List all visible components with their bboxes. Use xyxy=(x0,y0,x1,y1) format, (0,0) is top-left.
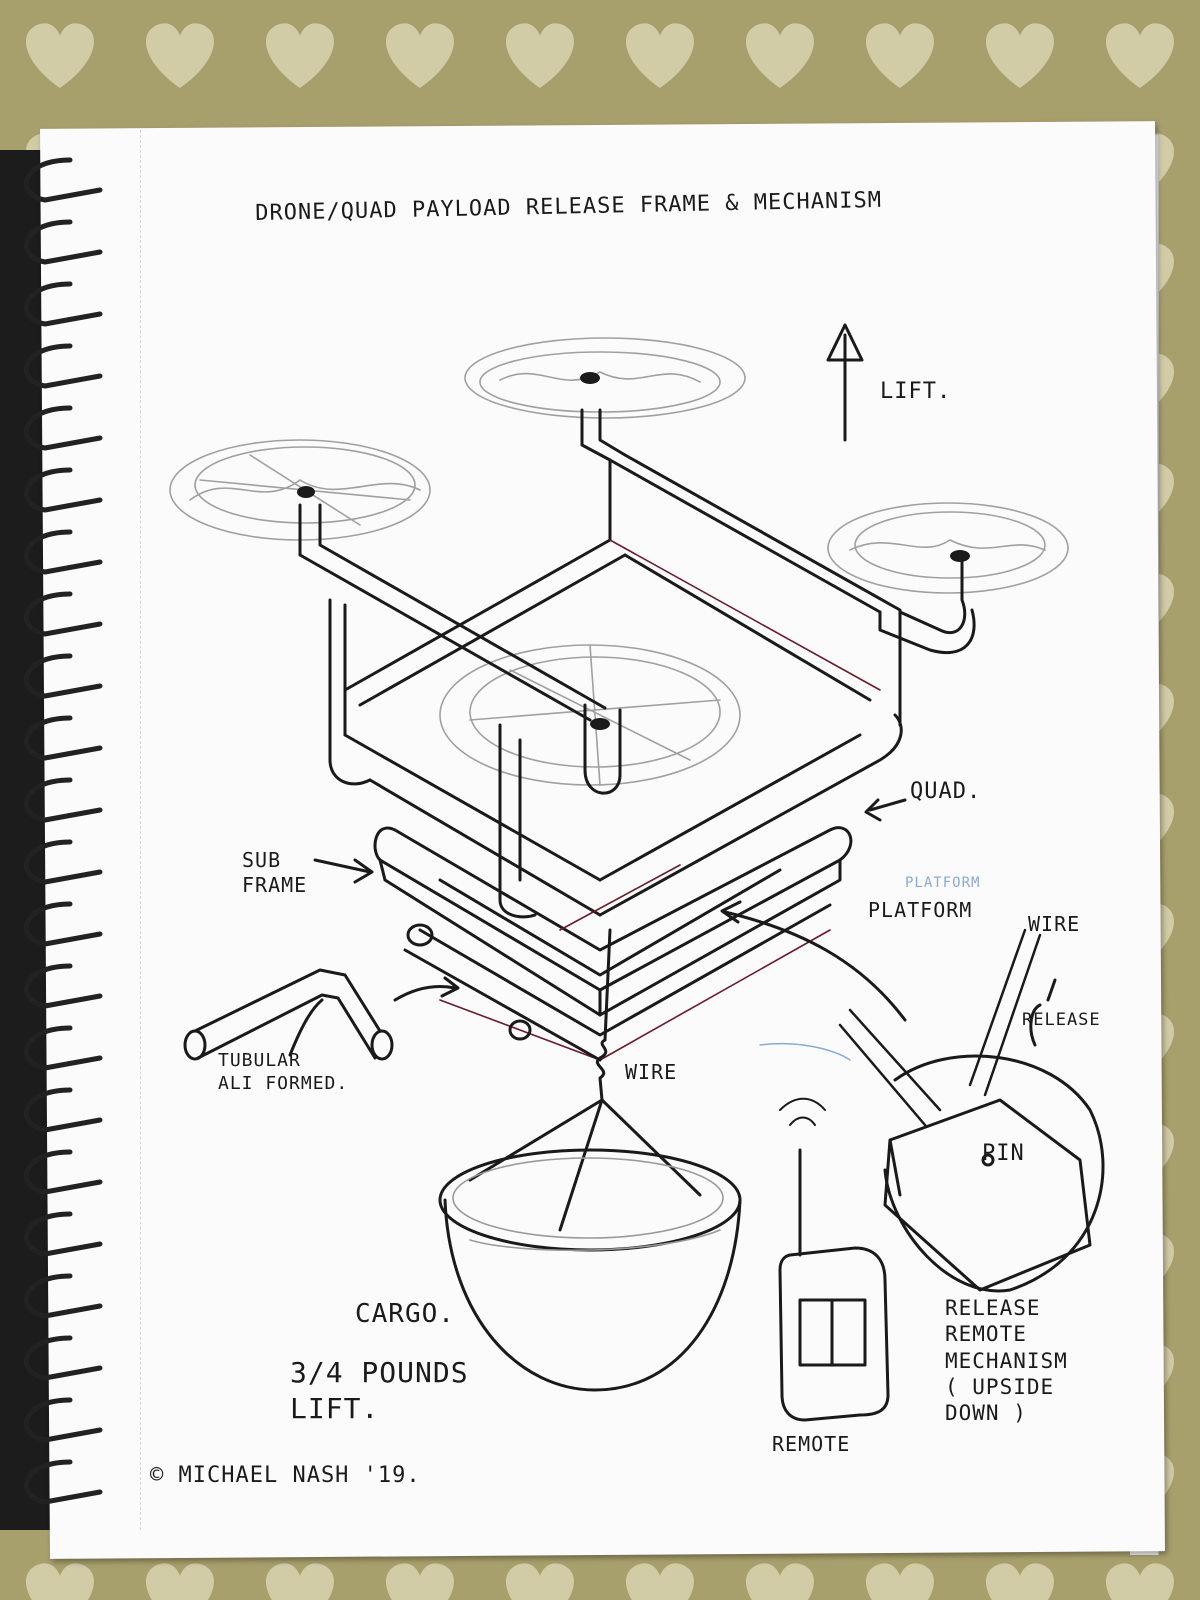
motor-hubs xyxy=(297,372,970,730)
pin-label: PIN xyxy=(982,1141,1025,1166)
release-mechanism xyxy=(759,928,1105,1293)
spiral-binding xyxy=(24,157,103,1505)
copyright-signature: © MICHAEL NASH '19. xyxy=(150,1463,421,1488)
wire-label-top: WIRE xyxy=(1028,912,1081,936)
cargo-label: CARGO. xyxy=(355,1299,455,1329)
tubular-label: TUBULAR ALI FORMED. xyxy=(218,1050,349,1094)
annotation-arrows xyxy=(288,323,1057,1057)
quad-frame xyxy=(298,408,976,919)
wire-label-bottom: WIRE xyxy=(625,1060,678,1084)
propeller-discs xyxy=(169,337,1069,786)
quad-label: QUAD. xyxy=(910,779,982,804)
release-remote-label: RELEASE REMOTE MECHANISM ( UPSIDE DOWN ) xyxy=(945,1296,1068,1425)
lift-label: LIFT. xyxy=(880,379,952,404)
perforation-line xyxy=(140,130,143,1530)
release-label: RELEASE xyxy=(1022,1010,1101,1030)
lift-capacity-label: 3/4 POUNDS LIFT. xyxy=(290,1356,469,1426)
sub-frame xyxy=(373,826,853,1062)
tubular-part xyxy=(183,968,394,1061)
remote-label: REMOTE xyxy=(772,1432,851,1456)
cargo-assembly xyxy=(438,928,742,1392)
platform-faint-label: PLATFORM xyxy=(905,875,981,891)
sub-frame-label: SUB FRAME xyxy=(242,848,308,897)
remote-device xyxy=(778,1097,890,1422)
platform-label: PLATFORM xyxy=(868,898,973,922)
